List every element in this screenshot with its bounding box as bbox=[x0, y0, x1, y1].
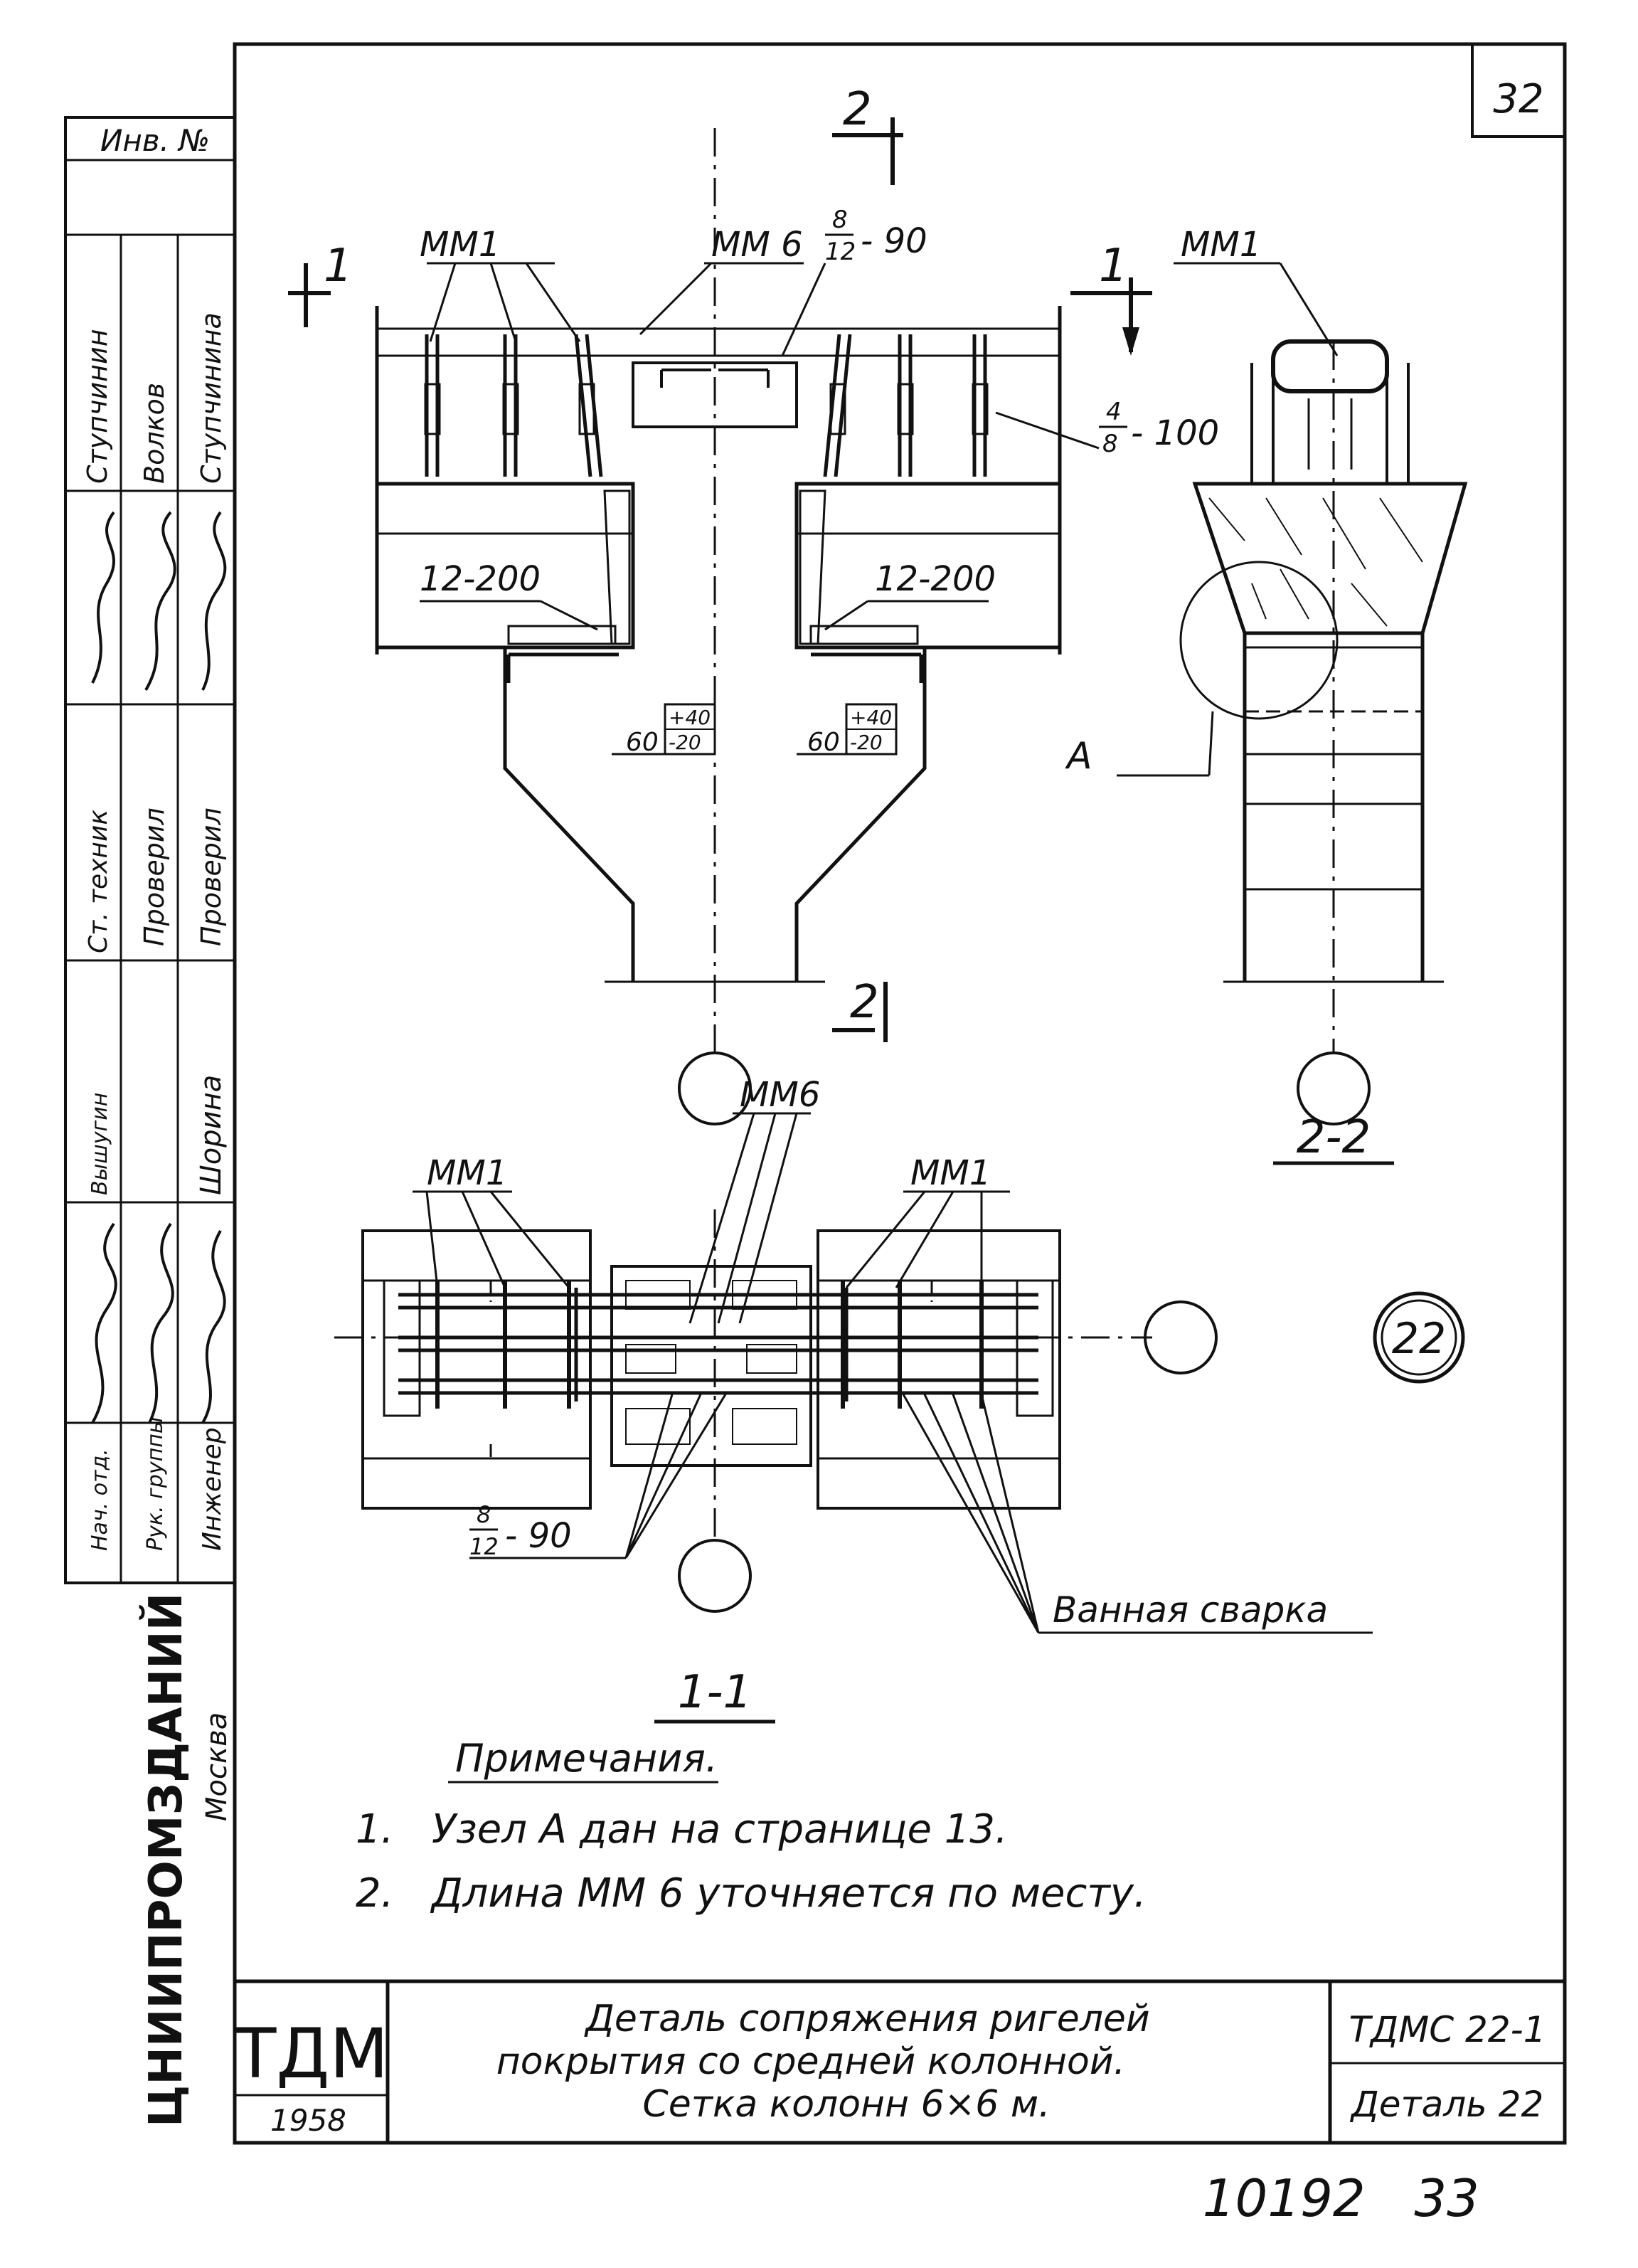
title-line-3: Сетка колонн 6×6 м. bbox=[642, 2083, 1050, 2126]
note-2: 2. Длина ММ 6 уточняется по месту. bbox=[356, 1870, 1147, 1917]
section-mark-2-top: 2 bbox=[843, 83, 872, 136]
dim-60-right: 60 bbox=[807, 728, 840, 757]
title-line-2: покрытия со средней колонной. bbox=[496, 2040, 1125, 2083]
weld-marks bbox=[424, 383, 989, 435]
elevation-view: 2 1 1 bbox=[288, 83, 1219, 1125]
label-12-200-right: 12-200 bbox=[875, 559, 996, 599]
logo-tdm: ТДМ bbox=[234, 2014, 388, 2094]
label-pitch-100: - 100 bbox=[1131, 413, 1219, 453]
signature-1 bbox=[91, 511, 115, 684]
section-2-2-title: 2-2 bbox=[1297, 1111, 1371, 1164]
detail-number-22: 22 bbox=[1392, 1314, 1446, 1364]
label-mm6-plan: ММ6 bbox=[740, 1075, 820, 1115]
label-4-over-8: 4 bbox=[1106, 398, 1122, 426]
label-pitch-90-plan: - 90 bbox=[505, 1516, 572, 1556]
inv-label: Инв. № bbox=[100, 123, 210, 158]
role-inzhener: Инженер bbox=[198, 1427, 227, 1551]
section-1-1-title: 1-1 bbox=[678, 1666, 752, 1719]
label-12-den: 12 bbox=[825, 238, 856, 266]
stirrups bbox=[425, 334, 987, 477]
label-mm1-elev: ММ1 bbox=[420, 225, 500, 265]
signature-5 bbox=[148, 1222, 174, 1424]
label-mm1-plan-right: ММ1 bbox=[910, 1153, 991, 1193]
section-mark-1-right: 1 bbox=[1099, 240, 1128, 292]
signature-6 bbox=[201, 1229, 226, 1424]
doc-code: ТДМС 22-1 bbox=[1349, 2009, 1546, 2050]
role-nach-otd: Нач. отд. bbox=[87, 1448, 112, 1551]
doc-detail: Деталь 22 bbox=[1350, 2084, 1544, 2125]
name-vyshugin: Вышугин bbox=[87, 1093, 112, 1195]
weld-label: Ванная сварка bbox=[1053, 1589, 1328, 1631]
title-block: ТДМ 1958 Деталь сопряжения ригелей покры… bbox=[234, 1979, 1565, 2143]
name-stupchinina: Ступчинина bbox=[196, 312, 227, 484]
label-8-over-12-plan: 8 bbox=[477, 1501, 491, 1528]
section-mark-2-bottom: 2 bbox=[850, 976, 879, 1029]
org-city: Москва bbox=[201, 1712, 233, 1821]
tol-minus-right: -20 bbox=[850, 731, 883, 754]
title-year: 1958 bbox=[270, 2103, 346, 2138]
name-shorina: Шорина bbox=[195, 1075, 228, 1195]
check-2: Проверил bbox=[196, 807, 227, 946]
notes-heading: Примечания. bbox=[455, 1736, 718, 1781]
signature-3 bbox=[201, 511, 227, 691]
section-mark-1-left: 1 bbox=[324, 240, 353, 292]
check-1: Проверил bbox=[139, 807, 170, 946]
side-stamp: Инв. № Ст. техник Нач. отд. Рук. группы … bbox=[64, 116, 236, 2127]
tol-plus-left: +40 bbox=[669, 706, 711, 729]
node-a-label: А bbox=[1065, 735, 1092, 778]
role-st-tekhnik: Ст. техник bbox=[84, 810, 113, 953]
signature-2 bbox=[144, 511, 176, 691]
name-volkov: Волков bbox=[139, 383, 170, 484]
label-12-den-plan: 12 bbox=[469, 1533, 499, 1560]
org-name: ЦНИИПРОМЗДАНИЙ bbox=[139, 1593, 193, 2127]
section-1-1-view: ММ6 ММ1 ММ1 bbox=[334, 1075, 1465, 1724]
role-ruk-gruppy: Рук. группы bbox=[143, 1416, 168, 1551]
plan-bars bbox=[398, 1288, 1038, 1401]
page-number: 32 bbox=[1493, 76, 1543, 122]
section-2-2-view: ММ1 А 2-2 bbox=[1065, 225, 1468, 1165]
label-8-den: 8 bbox=[1102, 430, 1118, 458]
note-1: 1. Узел А дан на странице 13. bbox=[356, 1806, 1008, 1853]
label-mm1-plan-left: ММ1 bbox=[427, 1153, 507, 1193]
signature-4 bbox=[91, 1222, 117, 1424]
name-stupchinin: Ступчинин bbox=[82, 329, 113, 484]
footer-number: 10192 33 bbox=[1203, 2168, 1479, 2228]
title-line-1: Деталь сопряжения ригелей bbox=[584, 1998, 1149, 2040]
notes: Примечания. 1. Узел А дан на странице 13… bbox=[356, 1736, 1147, 1917]
label-8-over-12: 8 bbox=[832, 206, 848, 234]
label-12-200-left: 12-200 bbox=[420, 559, 541, 599]
tol-minus-left: -20 bbox=[669, 731, 701, 754]
label-mm1-sec22: ММ1 bbox=[1181, 225, 1261, 265]
label-pitch-90: - 90 bbox=[861, 221, 927, 261]
dim-60-left: 60 bbox=[626, 728, 659, 757]
label-mm6-elev: ММ 6 bbox=[711, 225, 803, 265]
tol-plus-right: +40 bbox=[850, 706, 892, 729]
